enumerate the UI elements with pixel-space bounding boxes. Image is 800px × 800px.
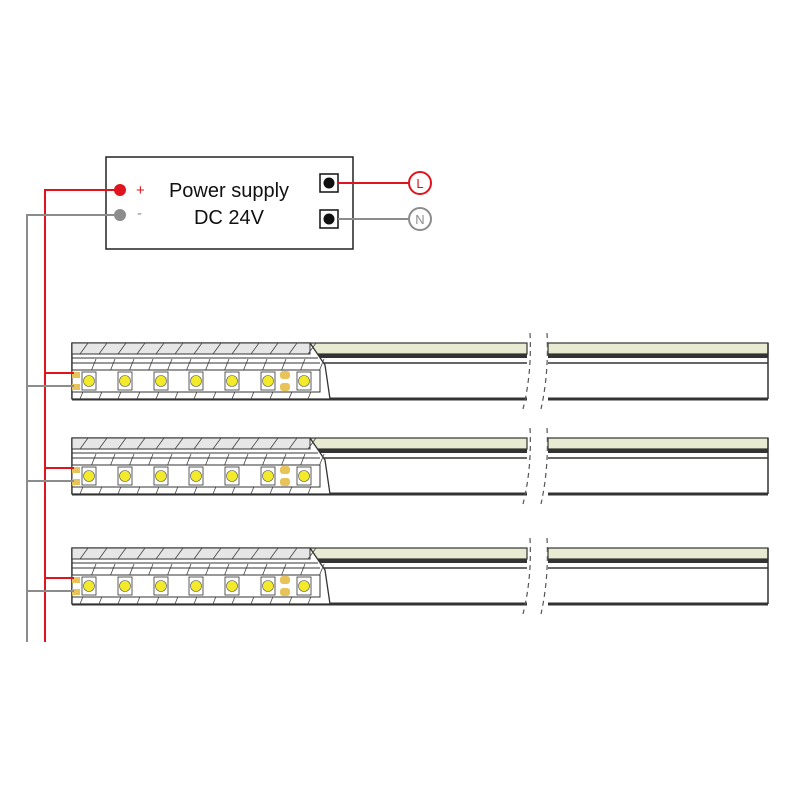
led-icon	[262, 580, 274, 592]
power-supply-title: Power supply	[169, 180, 289, 202]
led-icon	[298, 580, 310, 592]
led-icon	[190, 470, 202, 482]
led-icon	[155, 580, 167, 592]
solder-pad	[72, 589, 80, 595]
led-icon	[119, 470, 131, 482]
positive-output-dot	[114, 184, 126, 196]
positive-label: +	[136, 182, 145, 199]
led-icon	[190, 375, 202, 387]
diffuser-top	[547, 342, 769, 355]
solder-pad	[72, 384, 80, 390]
cutaway-section	[71, 342, 331, 400]
live-label: L	[416, 176, 423, 191]
led-icon	[226, 375, 238, 387]
solder-pad	[72, 577, 80, 583]
break-line	[522, 427, 531, 505]
power-supply-box: Power supply DC 24V + -	[105, 156, 354, 250]
cutaway-section	[71, 547, 331, 605]
led-icon	[119, 375, 131, 387]
led-icon	[262, 470, 274, 482]
led-icon	[119, 580, 131, 592]
led-icon	[83, 375, 95, 387]
break-line	[540, 332, 548, 410]
break-line	[522, 332, 531, 410]
led-icon	[83, 580, 95, 592]
solder-pad	[72, 467, 80, 473]
cutaway-section	[71, 437, 331, 495]
break-line	[522, 537, 531, 615]
cut-mark	[280, 576, 290, 584]
negative-output-dot	[114, 209, 126, 221]
cut-mark	[280, 478, 290, 486]
break-line	[540, 537, 548, 615]
led-icon	[155, 470, 167, 482]
led-strip-1	[27, 332, 769, 410]
led-icon	[226, 580, 238, 592]
led-icon	[226, 470, 238, 482]
cut-mark	[280, 466, 290, 474]
cut-mark	[280, 371, 290, 379]
led-icon	[83, 470, 95, 482]
live-terminal-icon	[408, 171, 432, 195]
solder-pad	[72, 372, 80, 378]
led-icon	[298, 375, 310, 387]
diffuser-top	[547, 547, 769, 560]
diffuser-top	[547, 437, 769, 450]
led-strip-3	[27, 537, 769, 615]
dc-bus-wiring	[26, 184, 126, 642]
solder-pad	[72, 479, 80, 485]
led-icon	[155, 375, 167, 387]
led-icon	[190, 580, 202, 592]
cut-mark	[280, 588, 290, 596]
led-icon	[298, 470, 310, 482]
neutral-terminal-icon	[408, 207, 432, 231]
led-icon	[262, 375, 274, 387]
negative-label: -	[137, 205, 142, 222]
led-strip-2	[27, 427, 769, 505]
power-supply-voltage: DC 24V	[194, 207, 265, 229]
cut-mark	[280, 383, 290, 391]
break-line	[540, 427, 548, 505]
mains-wiring: L N	[338, 171, 432, 231]
neutral-label: N	[415, 212, 424, 227]
